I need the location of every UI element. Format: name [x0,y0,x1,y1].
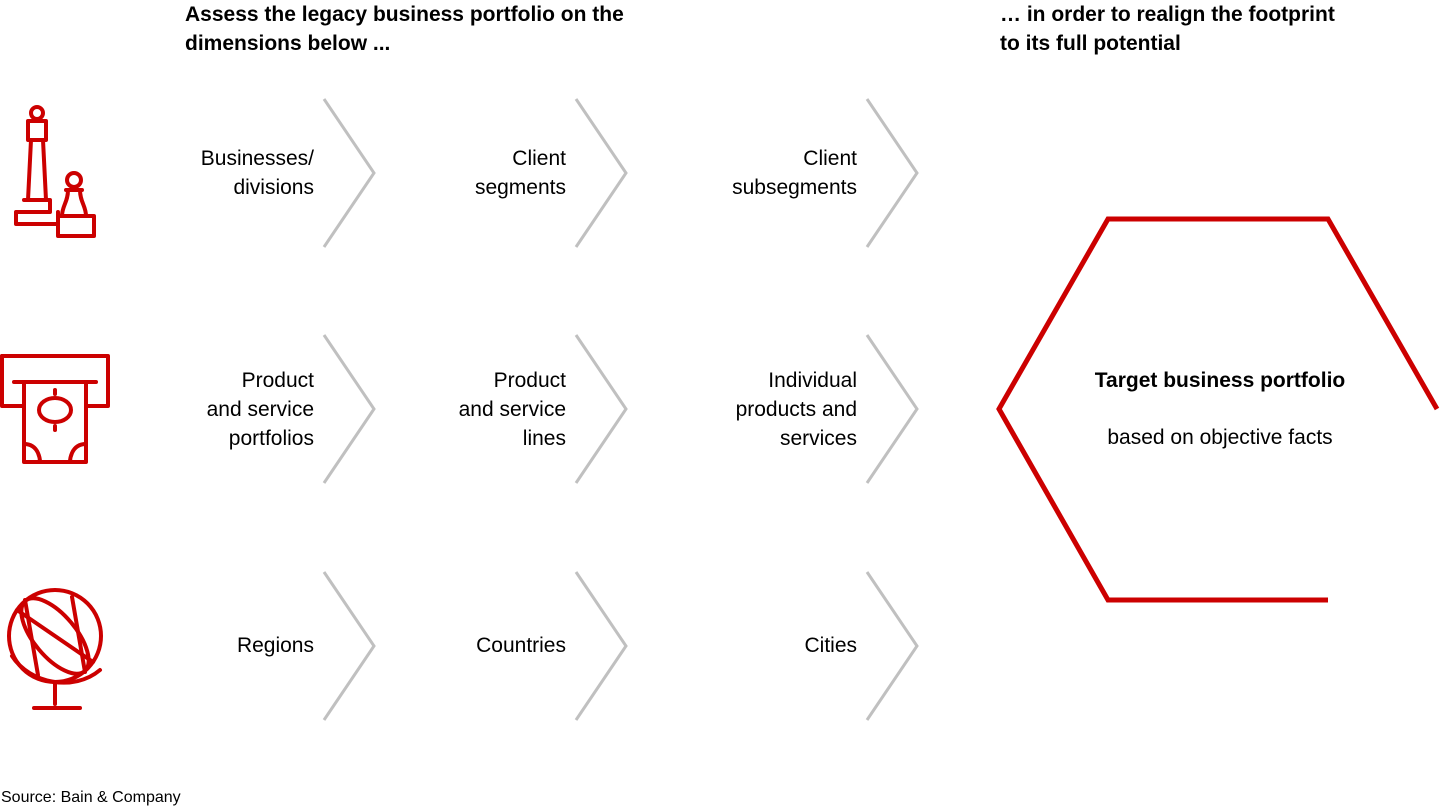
chevron-arrow [865,98,919,248]
cell-businesses-divisions: Businesses/ divisions [200,147,314,199]
cell-individual-products-services: Individual products and services [735,369,857,450]
chevron-arrow [574,571,628,721]
chevron-arrow [322,571,376,721]
source-note: Source: Bain & Company [1,789,181,806]
globe-icon [7,588,103,710]
cell-client-subsegments: Client subsegments [732,147,857,199]
left-heading: Assess the legacy business portfolio on … [185,3,624,55]
cell-client-segments: Client segments [474,147,566,199]
atm-cash-icon [0,354,110,464]
target-title: Target business portfolio [1094,369,1346,392]
cell-cities: Cities [804,634,857,657]
chevron-arrow [865,571,919,721]
cell-product-service-lines: Product and service lines [458,369,566,450]
right-heading: … in order to realign the footprint to i… [1000,3,1335,55]
chevron-arrow [322,98,376,248]
chevron-arrow [865,334,919,484]
chevron-arrow [574,334,628,484]
chess-pieces-icon [14,105,96,238]
chevron-arrow [574,98,628,248]
cell-countries: Countries [476,634,566,657]
chevron-arrow [322,334,376,484]
target-subtitle: based on objective facts [1107,426,1333,449]
cell-product-service-portfolios: Product and service portfolios [206,369,314,450]
cell-regions: Regions [236,634,314,657]
